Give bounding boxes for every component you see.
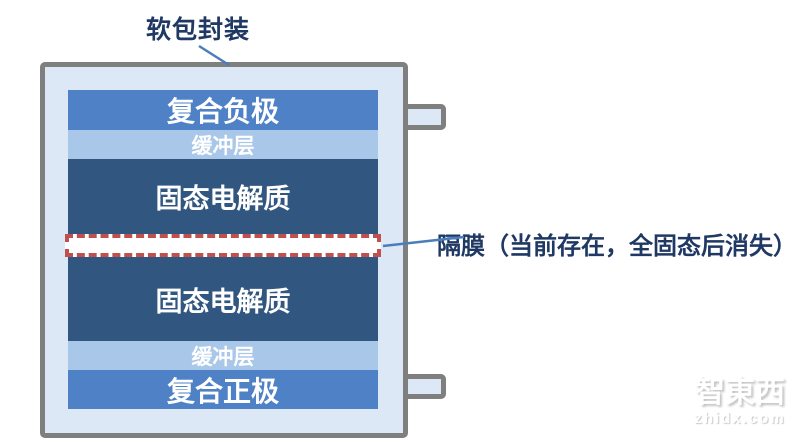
layer-separator-membrane xyxy=(65,234,381,257)
layer-composite-cathode: 复合正极 xyxy=(68,370,378,409)
separator-callout-label: 隔膜（当前存在，全固态后消失） xyxy=(437,233,797,260)
layer-buffer-bottom: 缓冲层 xyxy=(68,341,378,370)
layer-solid-electrolyte-top: 固态电解质 xyxy=(68,159,378,234)
watermark: 智東西 zhidx.com xyxy=(688,376,792,427)
layer-solid-electrolyte-bottom: 固态电解质 xyxy=(68,257,378,341)
layer-buffer-top: 缓冲层 xyxy=(68,130,378,159)
watermark-logo-text: 智東西 xyxy=(695,376,785,409)
layer-composite-anode: 复合负极 xyxy=(68,90,378,130)
pouch-package-label: 软包封装 xyxy=(146,16,251,44)
layer-stack: 复合负极 缓冲层 固态电解质 固态电解质 缓冲层 复合正极 xyxy=(65,90,381,409)
watermark-domain-text: zhidx.com xyxy=(694,410,786,427)
